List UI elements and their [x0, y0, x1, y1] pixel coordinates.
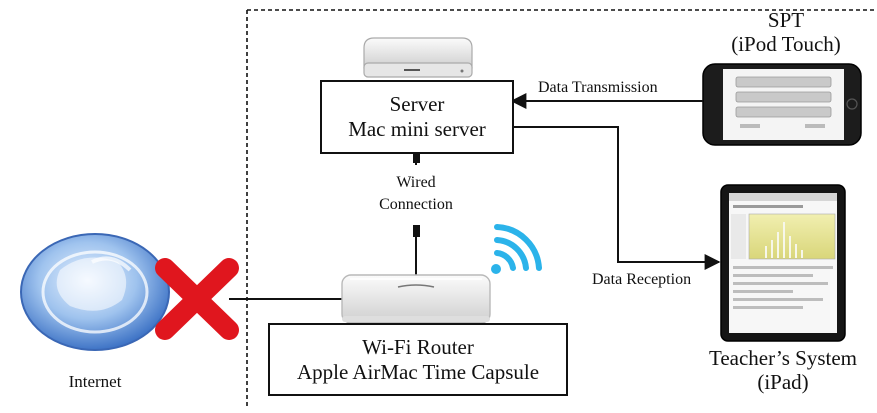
- server-title: Server: [389, 92, 445, 117]
- wired-label-line2: Connection: [379, 196, 453, 213]
- red-x-icon: [155, 258, 239, 340]
- spt-subtitle: (iPod Touch): [731, 32, 841, 56]
- server-subtitle: Mac mini server: [348, 117, 486, 141]
- teacher-system-label: Teacher’s System (iPad): [688, 346, 877, 394]
- data-transmission-label: Data Transmission: [538, 79, 658, 96]
- server-box: Server Mac mini server: [320, 80, 514, 154]
- data-reception-label: Data Reception: [592, 271, 692, 288]
- mac-mini-icon: [363, 37, 473, 78]
- internet-label: Internet: [68, 372, 122, 391]
- router-subtitle: Apple AirMac Time Capsule: [296, 359, 540, 384]
- data-reception-arrow: [512, 126, 721, 270]
- spt-title: SPT: [767, 8, 805, 32]
- wired-connection-label: Wired Connection: [352, 172, 480, 216]
- router-title: Wi-Fi Router: [362, 334, 474, 359]
- teacher-subtitle: (iPad): [757, 370, 809, 394]
- time-capsule-icon: [341, 274, 491, 324]
- ipad-icon: [720, 184, 846, 342]
- wifi-icon: [491, 224, 542, 274]
- router-box: Wi-Fi Router Apple AirMac Time Capsule: [268, 323, 568, 396]
- wired-label-line1: Wired: [396, 174, 436, 191]
- local-network-boundary: [246, 9, 877, 408]
- wired-connection-line: [413, 153, 420, 276]
- teacher-title: Teacher’s System: [708, 346, 857, 370]
- internet-globe-icon: [20, 233, 170, 351]
- spt-label: SPT (iPod Touch): [706, 8, 866, 56]
- ipod-touch-icon: [702, 63, 862, 146]
